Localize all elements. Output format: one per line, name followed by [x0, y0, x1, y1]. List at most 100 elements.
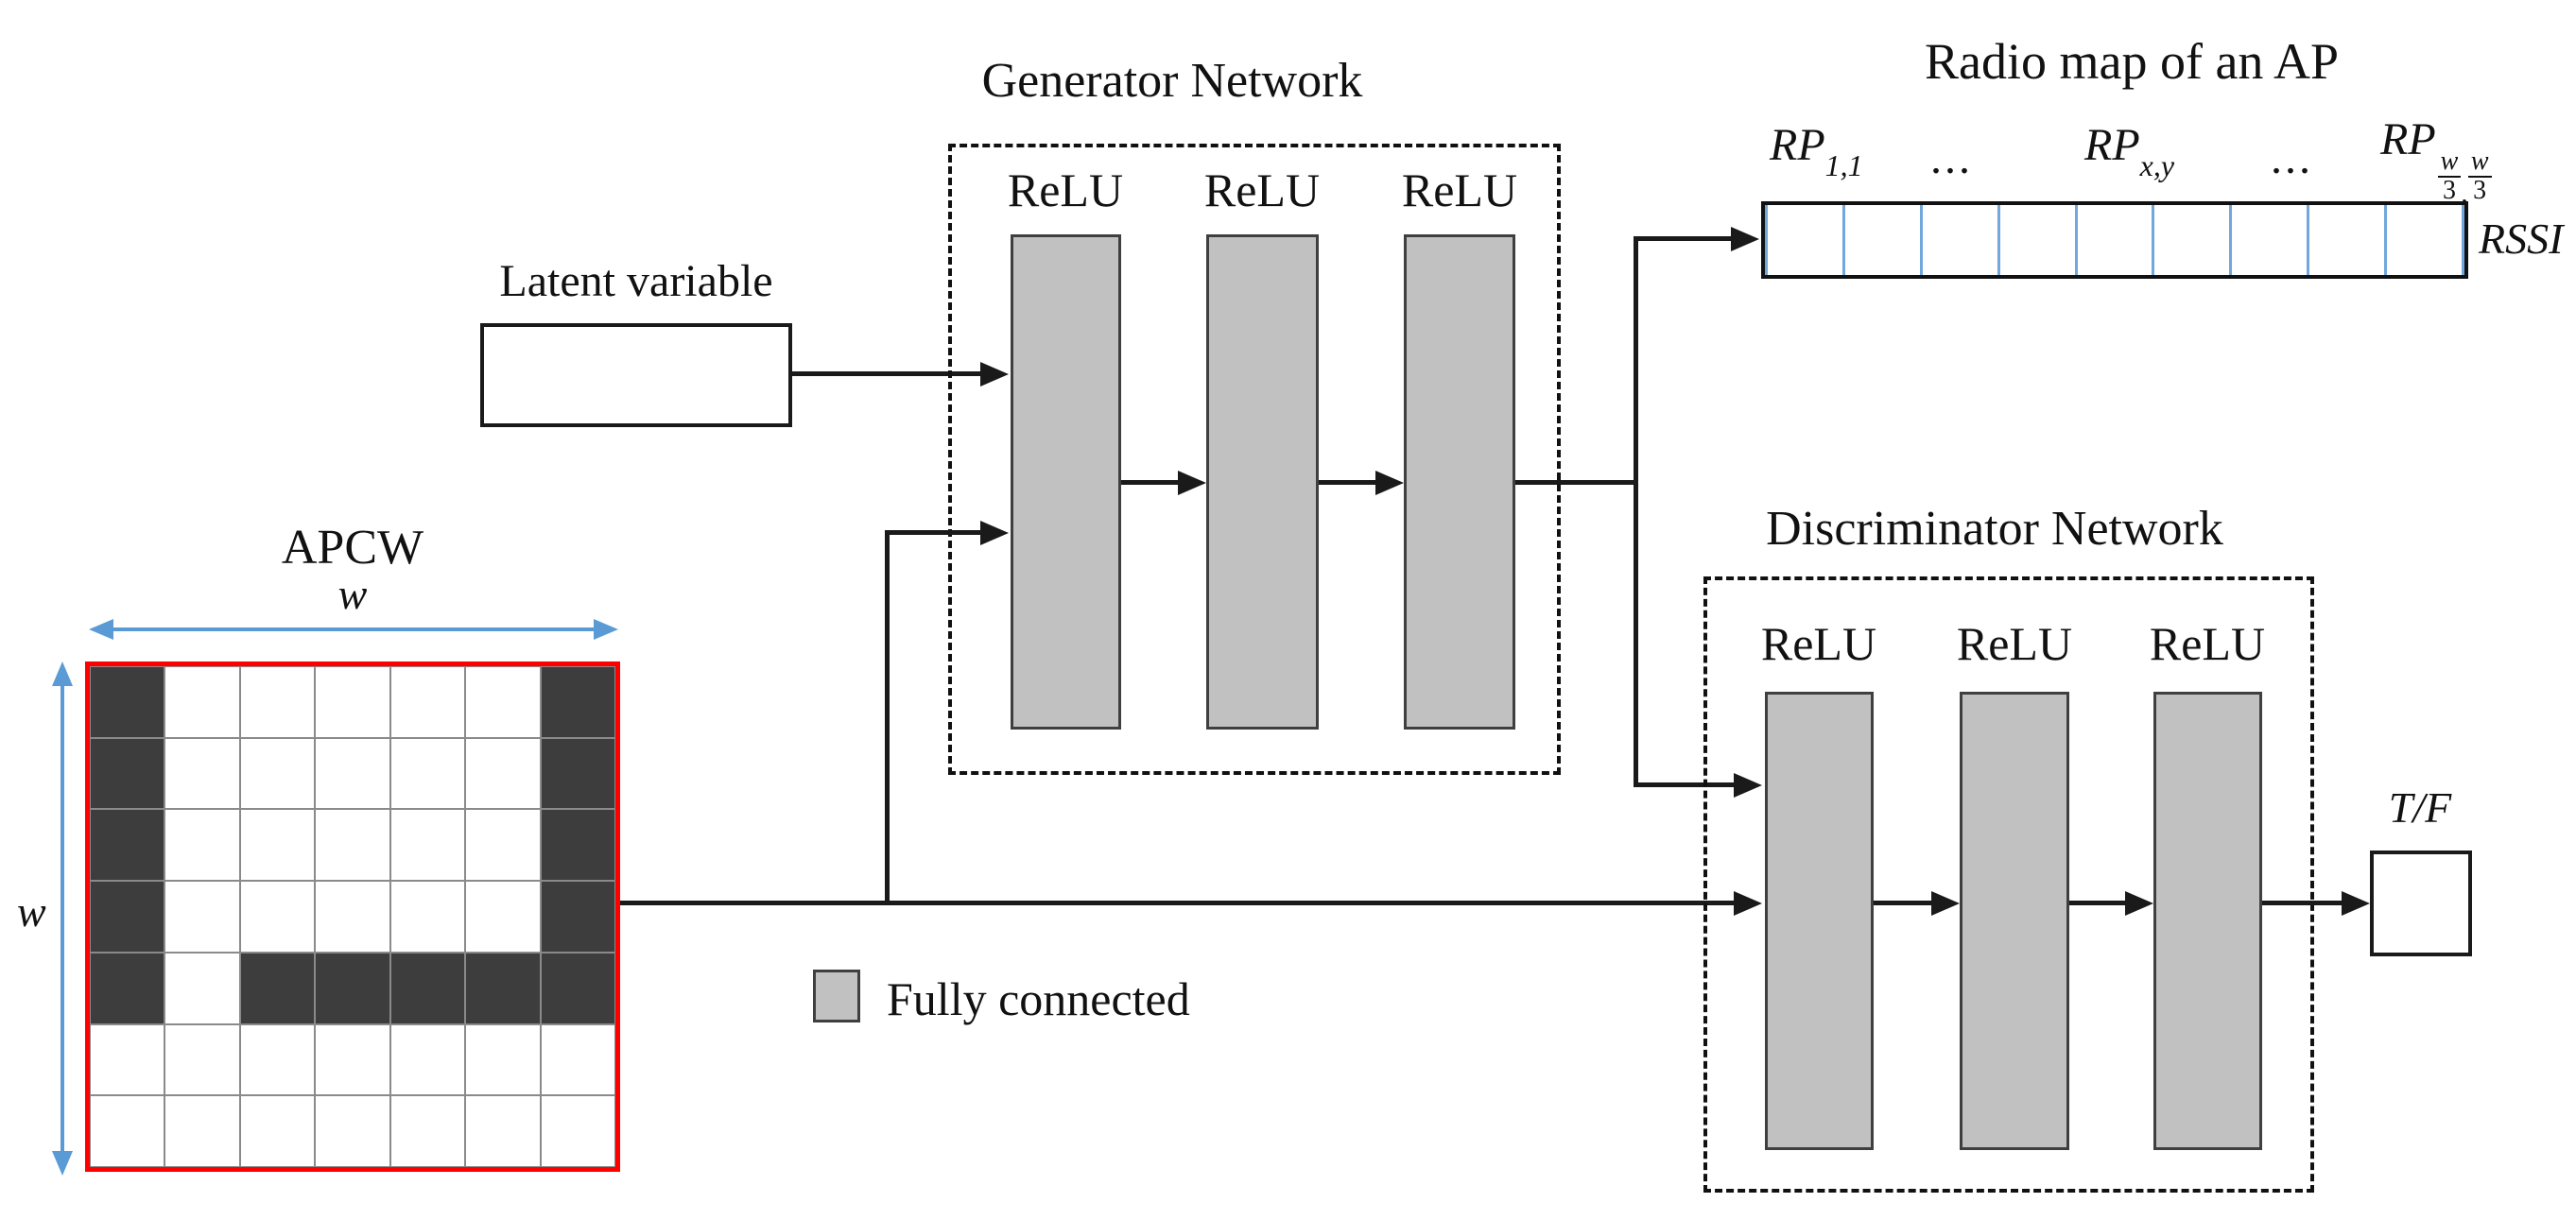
apcw-height-arrowhead-bottom-icon — [52, 1151, 73, 1176]
radio-map-cell — [2074, 205, 2152, 275]
generator-layer-2 — [1206, 234, 1319, 730]
radiomap-label-rpxy: RPx,y — [2084, 119, 2174, 182]
apcw-grid — [85, 662, 620, 1172]
junction-to-discriminator-line — [1634, 782, 1735, 787]
apcw-cell-filled — [540, 881, 615, 953]
junction-to-discriminator-arrowhead-icon — [1734, 773, 1762, 798]
apcw-cell-empty — [389, 809, 466, 882]
apcw-cell-empty — [239, 737, 316, 810]
latent-variable-box — [480, 323, 792, 427]
apcw-branch-to-generator-arrowhead-icon — [980, 521, 1009, 545]
apcw-cell-empty — [389, 737, 466, 810]
apcw-cell-empty — [315, 737, 390, 810]
apcw-cell-empty — [465, 1095, 541, 1167]
rpw3-num1: w — [2437, 147, 2462, 178]
apcw-branch-to-generator-line — [885, 530, 981, 535]
apcw-cell-filled — [540, 666, 615, 738]
apcw-height-arrowhead-top-icon — [52, 662, 73, 686]
rpw3-comma: , — [2461, 178, 2468, 210]
rpw3-den1: 3 — [2442, 175, 2456, 205]
apcw-to-discriminator-arrowhead-icon — [1734, 891, 1762, 916]
discriminator-title: Discriminator Network — [1766, 502, 2223, 556]
radio-map-cell — [1919, 205, 1997, 275]
apcw-cell-empty — [164, 952, 240, 1024]
radio-map-bar — [1761, 201, 2468, 279]
apcw-cell-empty — [164, 737, 240, 810]
apcw-cell-empty — [389, 881, 466, 953]
radio-map-cell — [2229, 205, 2307, 275]
apcw-cell-empty — [315, 809, 390, 882]
apcw-cell-empty — [315, 1095, 390, 1167]
discriminator-box — [1703, 576, 2314, 1193]
tf-output-box — [2370, 851, 2472, 956]
apcw-cell-empty — [315, 666, 390, 738]
apcw-cell-empty — [465, 666, 541, 738]
apcw-cell-filled — [90, 881, 165, 953]
apcw-width-arrowhead-right-icon — [594, 619, 618, 640]
apcw-branch-vertical-line — [885, 532, 890, 905]
apcw-width-arrowhead-left-icon — [89, 619, 113, 640]
apcw-width-arrow-line — [112, 627, 594, 631]
junction-to-radiomap-line — [1634, 236, 1731, 241]
discriminator-l2-l3-arrowhead-icon — [2125, 891, 2153, 916]
apcw-cell-empty — [90, 1023, 165, 1096]
discriminator-relu-label-1: ReLU — [1760, 617, 1877, 670]
apcw-cell-empty — [164, 666, 240, 738]
radiomap-dots-2: ... — [2271, 133, 2313, 183]
apcw-cell-empty — [164, 1095, 240, 1167]
apcw-to-discriminator-line — [620, 901, 1736, 905]
generator-l1-l2-arrowhead-icon — [1178, 471, 1206, 495]
radio-map-cell — [1841, 205, 1920, 275]
discriminator-layer-2 — [1960, 692, 2069, 1150]
apcw-cell-empty — [239, 1095, 316, 1167]
discriminator-l2-l3-line — [2069, 901, 2125, 905]
discriminator-relu-label-2: ReLU — [1956, 617, 2073, 670]
apcw-cell-empty — [465, 1023, 541, 1096]
apcw-cell-filled — [389, 952, 466, 1024]
latent-variable-label: Latent variable — [499, 256, 773, 306]
apcw-cell-empty — [540, 1023, 615, 1096]
discriminator-l1-l2-arrowhead-icon — [1931, 891, 1960, 916]
apcw-cell-filled — [90, 666, 165, 738]
generator-title: Generator Network — [981, 54, 1363, 108]
radiomap-label-rp11: RP1,1 — [1770, 119, 1863, 182]
radio-map-cell — [1765, 205, 1842, 275]
apcw-cell-empty — [239, 666, 316, 738]
apcw-cell-filled — [90, 952, 165, 1024]
discriminator-layer-1 — [1765, 692, 1874, 1150]
apcw-cell-empty — [315, 881, 390, 953]
apcw-cell-empty — [465, 881, 541, 953]
apcw-cell-empty — [239, 809, 316, 882]
apcw-cell-filled — [90, 809, 165, 882]
radiomap-dots-1: ... — [1930, 133, 1973, 183]
apcw-cell-empty — [389, 1095, 466, 1167]
rpxy-base: RP — [2084, 120, 2140, 170]
radio-map-cell — [2152, 205, 2229, 275]
latent-to-generator-line — [792, 371, 981, 376]
apcw-cell-empty — [164, 1023, 240, 1096]
generator-output-line — [1515, 480, 1638, 485]
rpw3-num2: w — [2467, 147, 2492, 178]
generator-l2-l3-arrowhead-icon — [1375, 471, 1404, 495]
generator-relu-label-1: ReLU — [1007, 163, 1124, 216]
apcw-cell-empty — [164, 809, 240, 882]
discriminator-output-line — [2262, 901, 2342, 905]
junction-to-radiomap-arrowhead-icon — [1731, 227, 1759, 251]
apcw-cell-empty — [540, 1095, 615, 1167]
discriminator-relu-label-3: ReLU — [2149, 617, 2266, 670]
apcw-cell-filled — [90, 737, 165, 810]
latent-to-generator-arrowhead-icon — [980, 362, 1009, 387]
rpw3-den2: 3 — [2473, 175, 2487, 205]
legend-fully-connected-swatch — [813, 970, 860, 1022]
generator-box — [948, 144, 1561, 775]
generator-relu-label-3: ReLU — [1401, 163, 1518, 216]
generator-layer-1 — [1011, 234, 1121, 730]
rssi-label: RSSI — [2479, 215, 2564, 263]
discriminator-l1-l2-line — [1874, 901, 1931, 905]
generator-relu-label-2: ReLU — [1203, 163, 1321, 216]
apcw-cell-filled — [540, 809, 615, 882]
generator-l2-l3-line — [1319, 480, 1377, 485]
apcw-height-arrow-line — [61, 684, 64, 1151]
